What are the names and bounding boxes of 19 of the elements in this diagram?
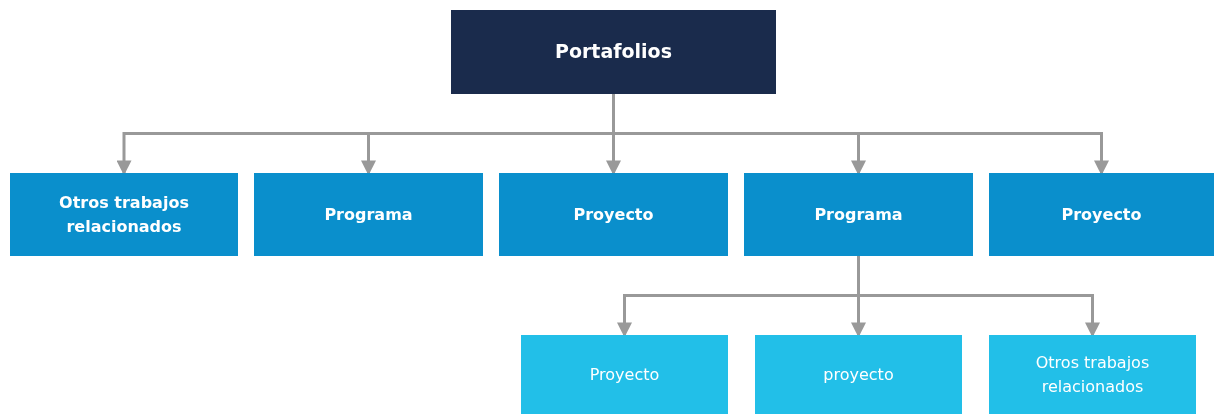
org-box [989, 335, 1196, 414]
box-label: proyecto [823, 363, 894, 386]
org-box [10, 173, 238, 256]
box-label: Programa [324, 203, 413, 226]
org-box [521, 335, 728, 414]
box-label: Programa [814, 203, 903, 226]
box-label: Proyecto [573, 203, 654, 226]
box-label: Proyecto [589, 363, 660, 386]
connector-arrow [857, 256, 1100, 338]
box-label: Otros trabajos relacionados [1034, 352, 1151, 398]
org-box [744, 173, 973, 256]
org-box [989, 173, 1214, 256]
box-label: Proyecto [1061, 203, 1142, 226]
org-box [254, 173, 483, 256]
org-box [451, 10, 776, 94]
org-box [755, 335, 962, 414]
org-box [499, 173, 728, 256]
box-label: Portafolios [555, 39, 672, 65]
box-label: Otros trabajos relacionados [58, 192, 190, 238]
